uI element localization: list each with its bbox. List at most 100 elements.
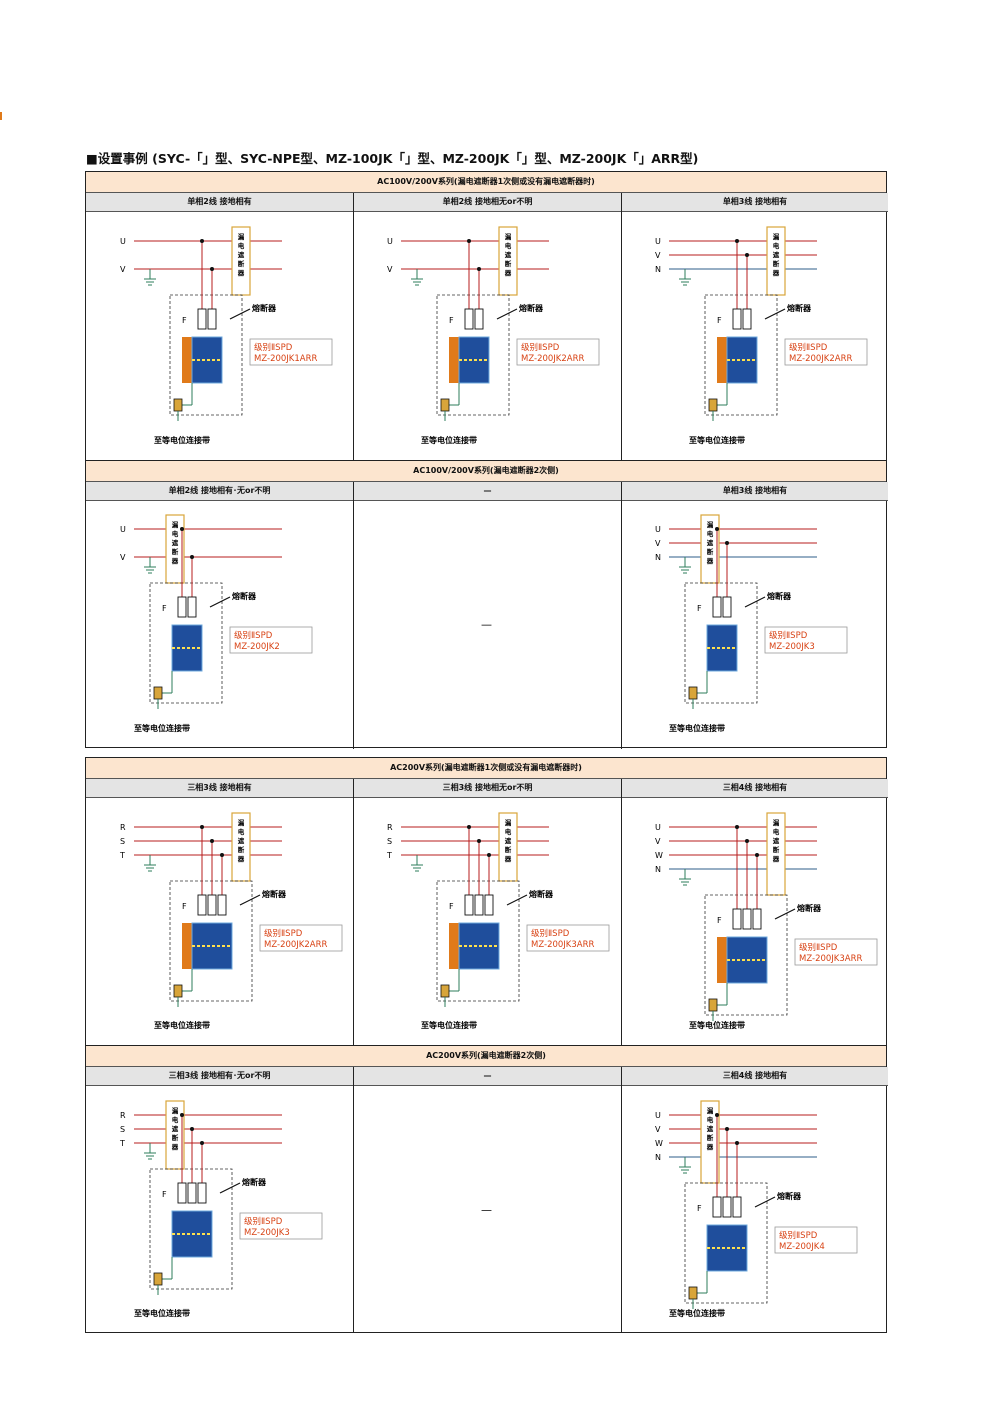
phase-label: R: [120, 1111, 126, 1120]
fuse-arrow: [239, 894, 261, 906]
breaker-label: 漏: [505, 818, 512, 827]
fuse: [197, 308, 207, 330]
fuse-f-label: F: [182, 316, 187, 325]
fuse-f-label: F: [717, 316, 722, 325]
breaker-label: 断: [707, 547, 714, 556]
spd-model-label: MZ-200JK2ARR: [789, 354, 853, 364]
phase-label: V: [655, 837, 661, 846]
empty-dash: —: [481, 618, 492, 631]
cell-title: 单相3线 接地相有: [622, 482, 888, 501]
fuse: [732, 1196, 742, 1218]
fuse: [187, 596, 197, 618]
junction-node: [715, 527, 719, 531]
spd-dashed-box: [704, 294, 778, 416]
fuse: [217, 894, 227, 916]
cell-title: 三相4线 接地相有: [622, 1067, 888, 1086]
ground-terminal: [688, 686, 698, 700]
col-divider: [621, 482, 622, 749]
spd-label-box: [516, 338, 600, 366]
fuse-f-label: F: [162, 604, 167, 613]
fuse: [207, 308, 217, 330]
spd-label-box: [259, 924, 343, 952]
spd-class-label: 级别ⅡSPD: [234, 630, 273, 641]
junction-node: [180, 527, 184, 531]
breaker-label: 断: [238, 259, 245, 268]
fuse-arrow: [774, 908, 796, 920]
junction-node: [467, 825, 471, 829]
fuse: [464, 308, 474, 330]
spd-model-label: MZ-200JK3ARR: [531, 940, 595, 950]
junction-node: [220, 853, 224, 857]
phase-label: T: [119, 851, 125, 860]
phase-label: R: [387, 823, 393, 832]
fuse: [722, 1196, 732, 1218]
spd-class-label: 级别ⅡSPD: [254, 342, 293, 353]
breaker-label: 遮: [172, 538, 179, 547]
fuse: [187, 1182, 197, 1204]
spd-label-box: [239, 1212, 323, 1240]
ground-terminal: [440, 398, 450, 412]
phase-label: U: [655, 823, 661, 832]
spd-dashed-box: [436, 880, 520, 1002]
spd-label-box: [794, 938, 878, 966]
ground-label: 至等电位连接带: [421, 435, 477, 445]
breaker-label: 漏: [707, 520, 714, 529]
junction-node: [745, 253, 749, 257]
junction-node: [200, 239, 204, 243]
ground-terminal: [173, 984, 183, 998]
breaker-label: 电: [707, 1115, 714, 1124]
junction-node: [467, 239, 471, 243]
panel-ac200: AC200V系列(漏电遮断器1次侧或没有漏电遮断器时) 三相3线 接地相有 三相…: [85, 757, 888, 1333]
cell-title: 单相2线 接地相有: [86, 193, 353, 212]
phase-label: S: [120, 837, 125, 846]
phase-label: S: [120, 1125, 125, 1134]
spd-orange-module: [717, 937, 727, 983]
fuse: [197, 894, 207, 916]
fuse-label: 熔断器: [519, 303, 544, 313]
junction-node: [190, 1127, 194, 1131]
breaker-label: 电: [238, 241, 245, 250]
breaker-label: 断: [172, 1133, 179, 1142]
fuse: [742, 908, 752, 930]
breaker-label: 断: [505, 845, 512, 854]
breaker-label: 漏: [505, 232, 512, 241]
fuse: [752, 908, 762, 930]
ground-label: 至等电位连接带: [669, 723, 725, 733]
breaker-label: 电: [172, 1115, 179, 1124]
junction-node: [477, 839, 481, 843]
phase-label: U: [120, 525, 126, 534]
ground-terminal: [440, 984, 450, 998]
col-divider: [353, 482, 354, 749]
breaker-label: 断: [773, 845, 780, 854]
fuse-f-label: F: [449, 902, 454, 911]
col-divider: [353, 193, 354, 460]
fuse-arrow: [229, 308, 251, 320]
row-divider: [86, 460, 886, 461]
fuse-arrow: [209, 596, 231, 608]
wiring-diagram-empty: —: [481, 618, 492, 631]
spd-class-label: 级别ⅡSPD: [521, 342, 560, 353]
breaker-label: 遮: [238, 250, 245, 259]
section-header: AC200V系列(漏电遮断器2次侧): [86, 1046, 886, 1067]
phase-label: U: [655, 237, 661, 246]
fuse-f-label: F: [182, 902, 187, 911]
phase-label: W: [655, 1139, 663, 1148]
fuse-f-label: F: [162, 1190, 167, 1199]
phase-label: U: [655, 525, 661, 534]
spd-orange-module: [717, 337, 727, 383]
ground-terminal: [688, 1286, 698, 1300]
ground-label: 至等电位连接带: [134, 1308, 190, 1318]
section-header: AC200V系列(漏电遮断器1次侧或没有漏电遮断器时): [86, 758, 886, 779]
ground-label: 至等电位连接带: [154, 435, 210, 445]
breaker-label: 器: [171, 1142, 179, 1151]
fuse: [712, 596, 722, 618]
phase-label: V: [387, 265, 393, 274]
spd-dashed-box: [149, 1168, 233, 1290]
spd-orange-module: [182, 923, 192, 969]
breaker-label: 器: [237, 268, 245, 277]
fuse: [474, 894, 484, 916]
